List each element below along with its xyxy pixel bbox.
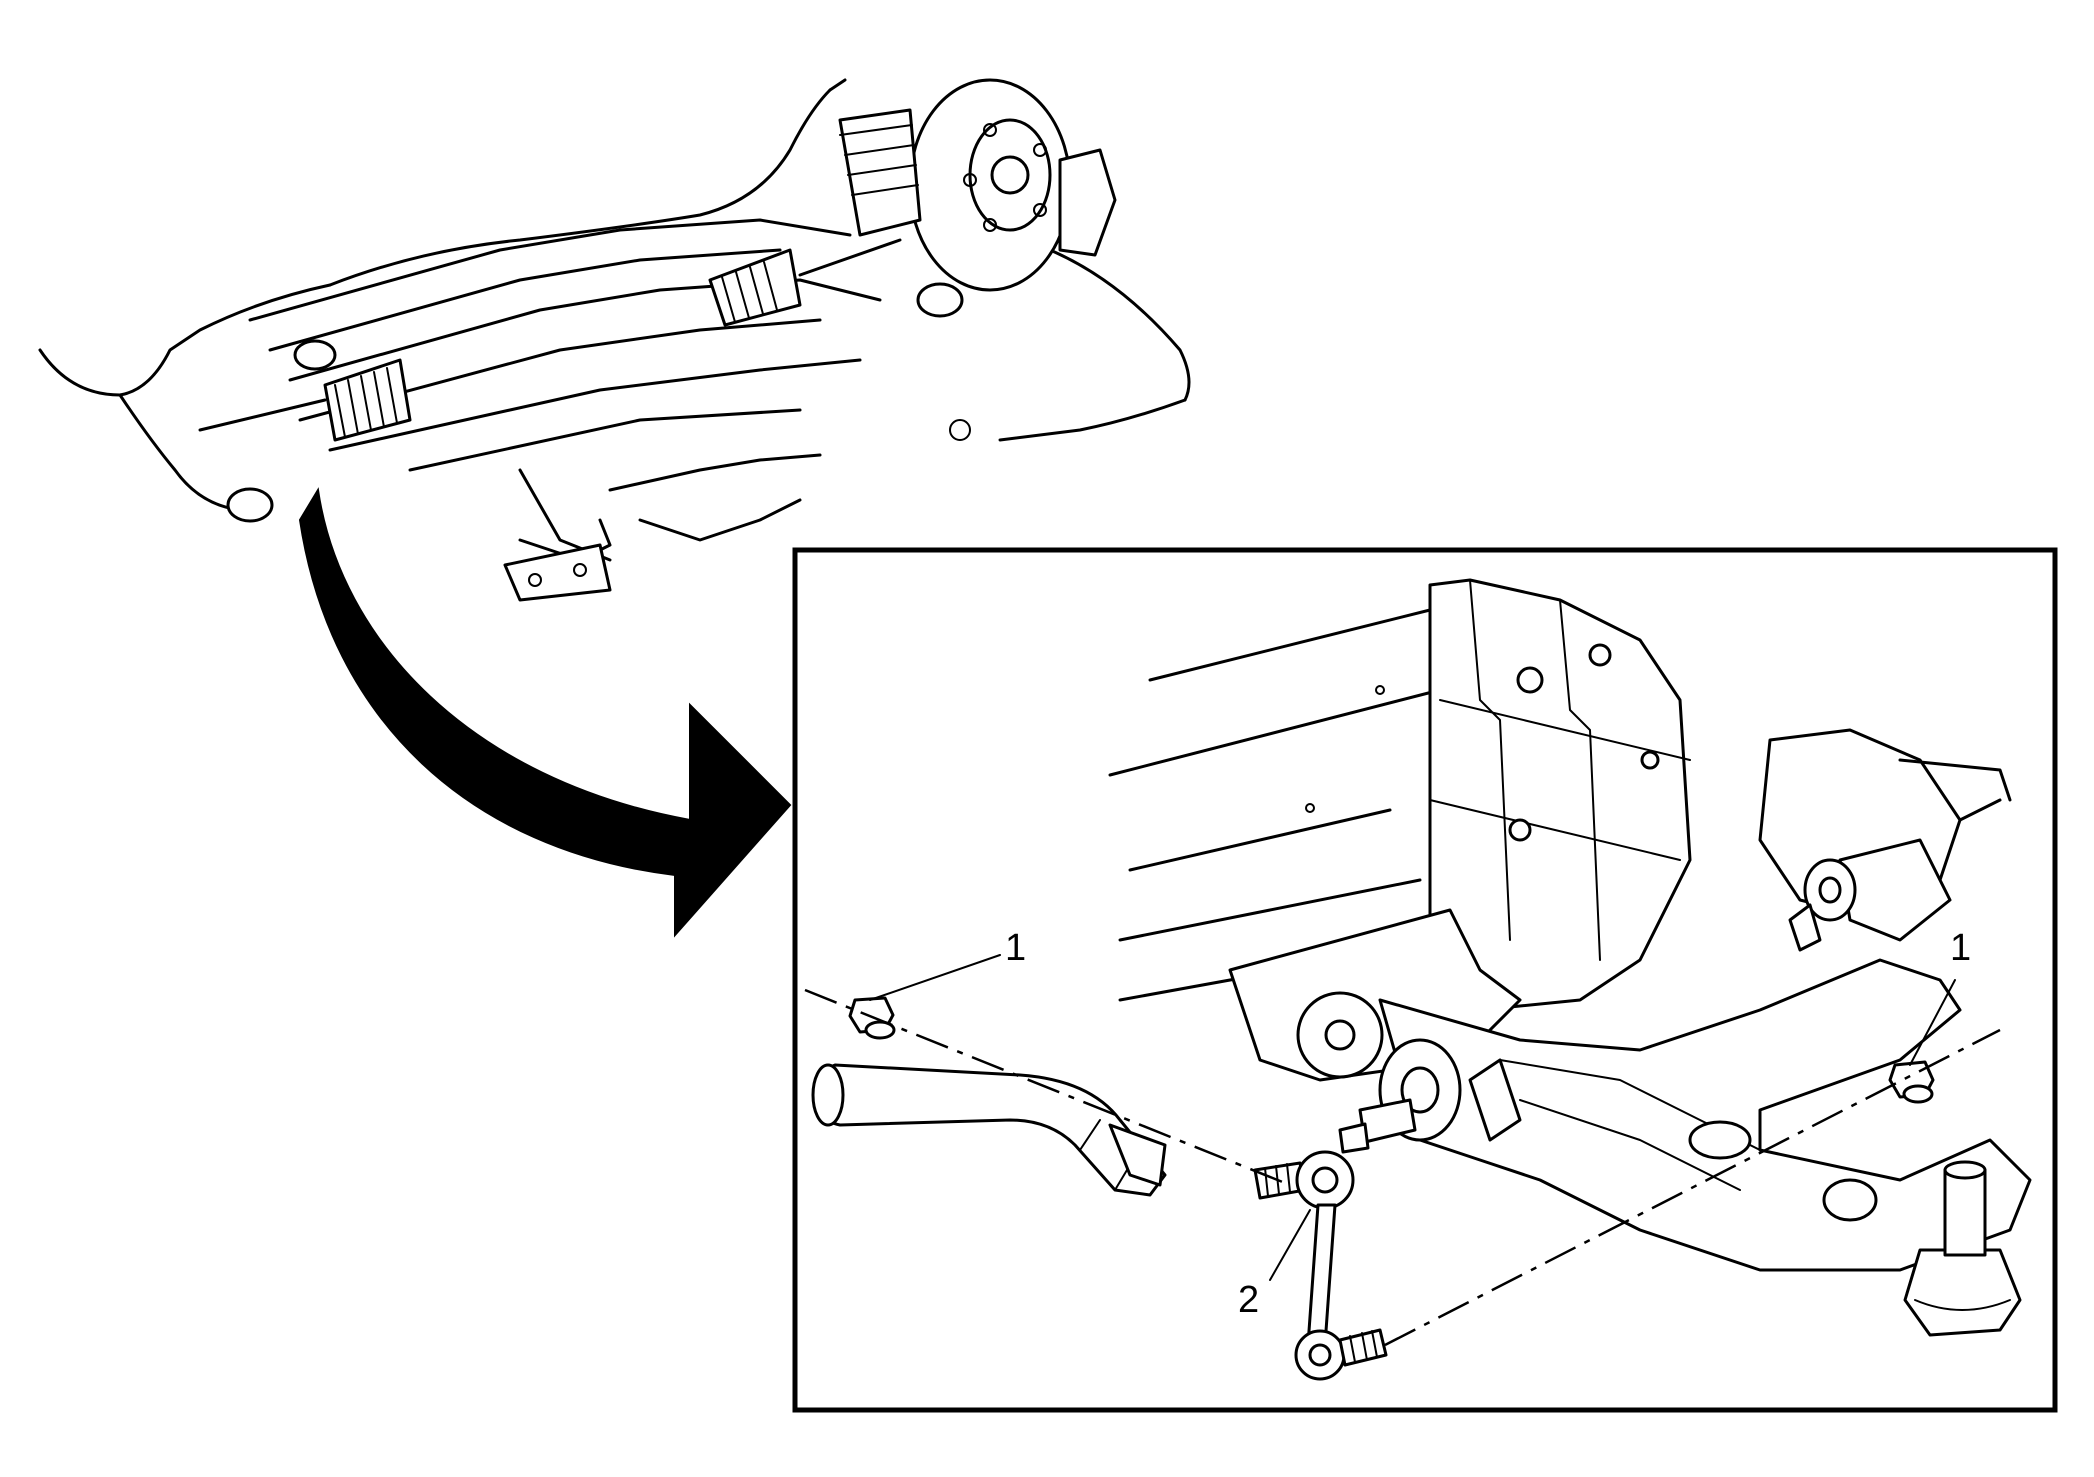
lower-control-arm bbox=[1378, 958, 2032, 1272]
leader-left-nut bbox=[869, 954, 1001, 1001]
leader-link bbox=[1269, 1209, 1311, 1281]
callout-2-link: 2 bbox=[1238, 1279, 1259, 1321]
stabilizer-link-nut-left bbox=[848, 996, 896, 1040]
callout-1-left: 1 bbox=[1005, 927, 1026, 969]
frame-bracket bbox=[1428, 578, 1692, 1012]
steering-rack-boot-right bbox=[708, 248, 802, 327]
front-bushing bbox=[1338, 1038, 1462, 1154]
detail-view bbox=[804, 578, 2032, 1381]
wheel-hub-rotor bbox=[908, 78, 1117, 292]
stabilizer-bar bbox=[811, 1063, 1167, 1197]
strut-spring bbox=[838, 108, 922, 237]
shock-mount bbox=[1758, 728, 2012, 952]
ball-joint bbox=[1903, 1160, 2022, 1337]
detail-view-frame bbox=[792, 547, 2058, 1413]
zoom-arrow bbox=[298, 487, 792, 938]
leader-right-nut bbox=[1909, 979, 1956, 1066]
callout-1-right: 1 bbox=[1950, 927, 1971, 969]
steering-rack-boot-left bbox=[323, 358, 412, 442]
centerline-left bbox=[804, 988, 1291, 1187]
centerline-right bbox=[1384, 1028, 2001, 1347]
stabilizer-link bbox=[1253, 1150, 1388, 1381]
overview-underbody-illustration bbox=[38, 78, 1191, 602]
